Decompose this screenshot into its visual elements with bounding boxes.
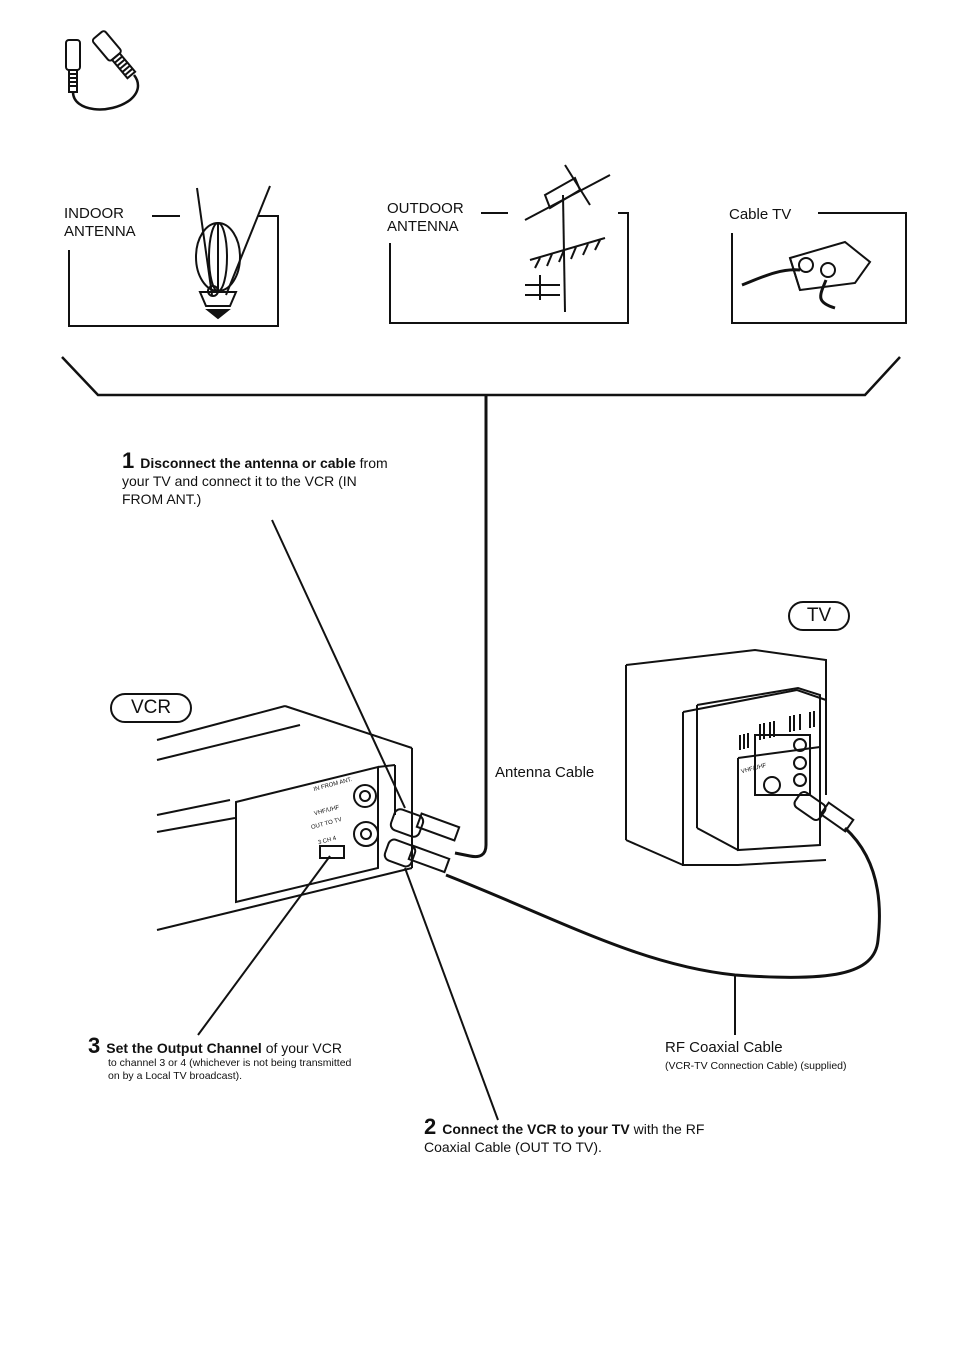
cable-tv-label: Cable TV (729, 206, 792, 223)
indoor-antenna-label: INDOOR ANTENNA (64, 205, 136, 240)
step-3-note: to channel 3 or 4 (whichever is not bein… (108, 1057, 352, 1082)
cable-tv-frame (731, 212, 907, 324)
source-bracket (61, 356, 901, 397)
rf-coaxial-cable (445, 826, 881, 979)
step-1-bold: Disconnect the antenna or cable (140, 455, 356, 471)
vcr-label: VCR (110, 693, 192, 723)
step-3-bold: Set the Output Channel (106, 1040, 262, 1056)
coax-cable-icon (65, 30, 140, 111)
leader-step-1 (271, 519, 406, 809)
step-3: 3 Set the Output Channel of your VCR to c… (88, 1035, 408, 1083)
step-2-number: 2 (424, 1114, 437, 1139)
tv-label: TV (788, 601, 850, 631)
step-1-text: from your TV and connect it to the VCR (… (122, 455, 388, 507)
step-2: 2 Connect the VCR to your TV with the RF … (424, 1116, 724, 1156)
indoor-antenna-frame (68, 185, 279, 327)
outdoor-antenna-frame (389, 164, 629, 324)
rf-cable-label: RF Coaxial Cable (665, 1039, 783, 1056)
antenna-cable-label: Antenna Cable (495, 764, 595, 781)
step-2-text: with the RF Coaxial Cable (OUT TO TV). (424, 1121, 705, 1155)
rf-cable-note: (VCR-TV Connection Cable) (supplied) (665, 1060, 847, 1072)
step-1-number: 1 (122, 448, 135, 473)
vcr-plugs (383, 808, 461, 874)
tv-body (625, 648, 855, 866)
antenna-cable (454, 395, 488, 859)
step-3-text: of your VCR (261, 1040, 342, 1056)
step-2-bold: Connect the VCR to your TV (442, 1121, 630, 1137)
leader-step-2 (404, 867, 499, 1121)
outdoor-antenna-label: OUTDOOR ANTENNA (387, 200, 464, 235)
step-3-number: 3 (88, 1033, 101, 1058)
step-1: 1 Disconnect the antenna or cable from yo… (122, 450, 397, 508)
leader-step-3 (197, 855, 331, 1036)
